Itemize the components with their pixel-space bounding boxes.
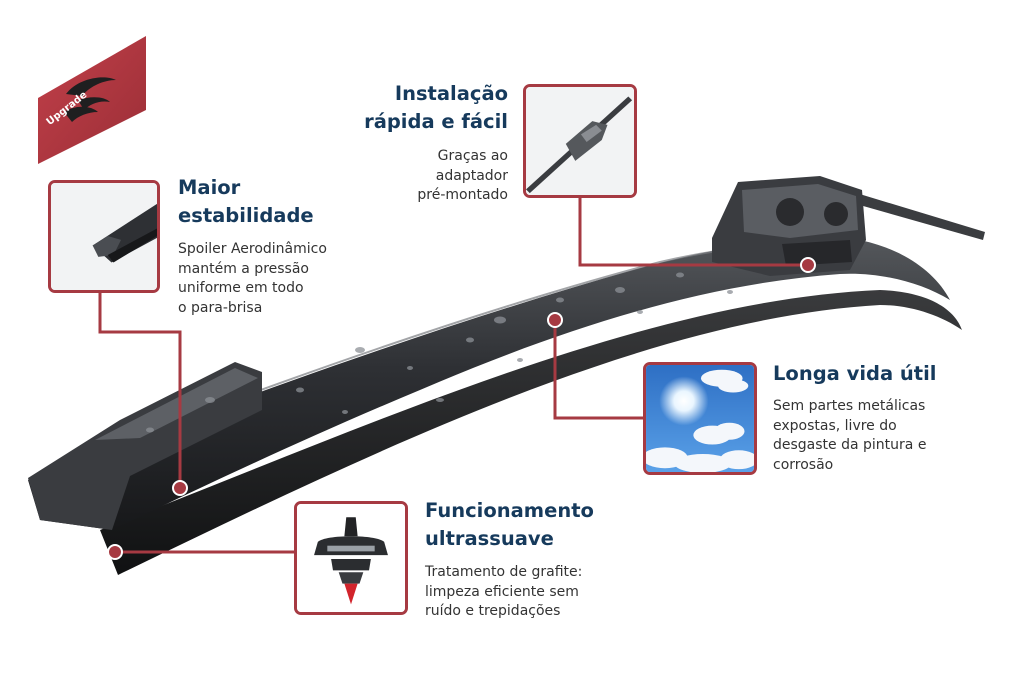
smooth-title: Funcionamento ultrassuave (425, 497, 645, 553)
smooth-title-line2: ultrassuave (425, 527, 554, 550)
callout-dots (107, 257, 816, 560)
spoiler-detail-image (51, 183, 157, 290)
smooth-detail-box (294, 501, 408, 615)
durability-desc-line3: desgaste da pintura e (773, 437, 927, 453)
durability-desc-line4: corrosão (773, 456, 834, 473)
durability-title: Longa vida útil (773, 362, 937, 385)
stability-desc-line1: Spoiler Aerodinâmico (178, 241, 327, 257)
smooth-desc-line3: ruído e trepidações (425, 603, 561, 619)
installation-desc-line2: adaptador (435, 167, 508, 184)
installation-desc-line3: pré-montado (417, 187, 508, 203)
durability-desc-line1: Sem partes metálicas (773, 398, 926, 414)
installation-desc-line1: Graças ao (437, 148, 508, 164)
stability-detail-box (48, 180, 160, 293)
adapter-detail-image (526, 87, 634, 195)
stability-desc-line4: o para-brisa (178, 299, 263, 316)
stability-title-line1: Maior (178, 176, 241, 199)
installation-title-line2: rápida e fácil (364, 110, 508, 133)
wiper-blade (28, 176, 985, 575)
stability-title: Maior estabilidade (178, 174, 378, 230)
durability-detail-box (643, 362, 757, 475)
installation-description: Graças ao adaptador pré-montado (330, 147, 508, 206)
rubber-profile-image (297, 504, 405, 612)
sky-sun-image (646, 365, 754, 472)
installation-title-line1: Instalação (394, 82, 508, 105)
smooth-description: Tratamento de grafite: limpeza eficiente… (425, 563, 665, 622)
callout-connectors (98, 196, 808, 554)
installation-detail-box (523, 84, 637, 198)
stability-description: Spoiler Aerodinâmico mantém a pressão un… (178, 240, 388, 318)
durability-desc-line2: expostas, livre do (773, 417, 897, 434)
installation-title: Instalação rápida e fácil (300, 80, 508, 136)
stability-title-line2: estabilidade (178, 204, 314, 227)
stability-desc-line2: mantém a pressão (178, 260, 309, 277)
durability-description: Sem partes metálicas expostas, livre do … (773, 397, 1013, 475)
upgrade-badge (38, 36, 146, 164)
smooth-desc-line1: Tratamento de grafite: (425, 564, 583, 580)
stability-desc-line3: uniforme em todo (178, 280, 304, 296)
smooth-title-line1: Funcionamento (425, 499, 594, 522)
smooth-desc-line2: limpeza eficiente sem (425, 583, 579, 600)
